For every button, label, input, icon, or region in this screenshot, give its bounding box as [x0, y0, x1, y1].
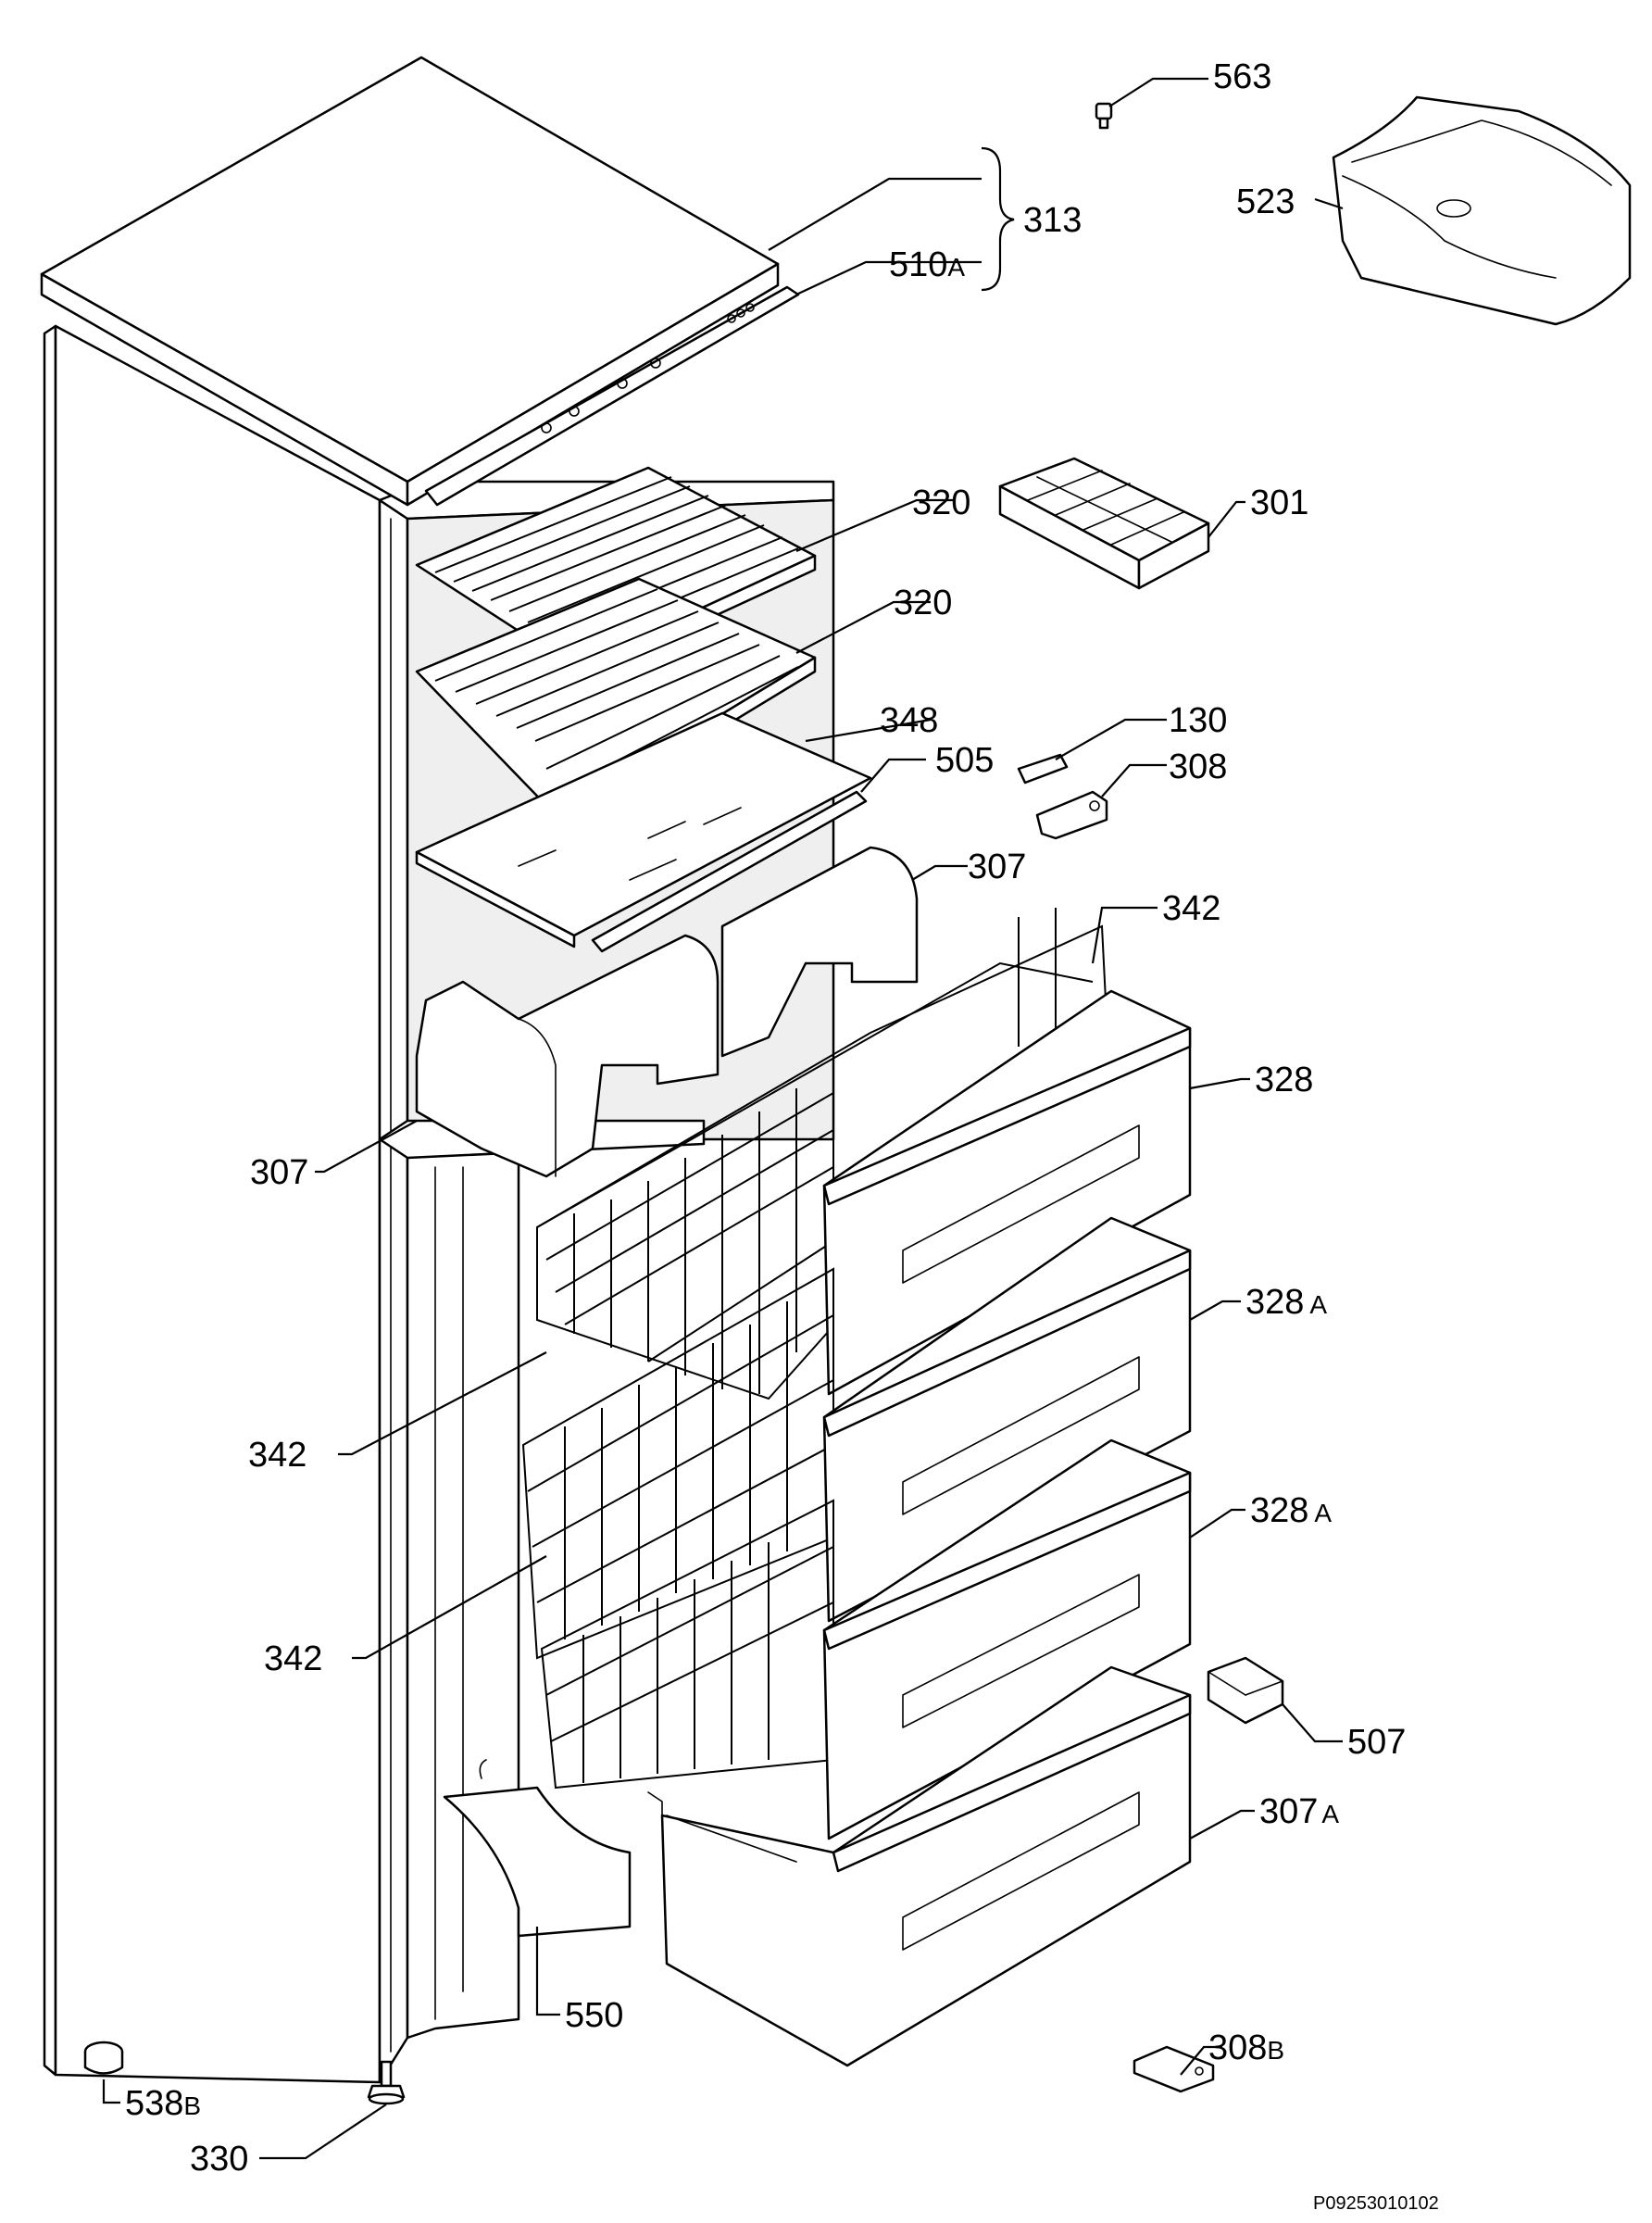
callout-523: 523: [1236, 182, 1295, 221]
flap-307-right: [720, 846, 919, 1058]
callout-330: 330: [190, 2140, 248, 2179]
callout-563: 563: [1213, 57, 1271, 96]
callout-342-bottom: 342: [264, 1639, 322, 1678]
callout-320-upper: 320: [912, 484, 970, 522]
callout-507: 507: [1347, 1723, 1406, 1762]
callout-505: 505: [935, 741, 994, 780]
tray-523: [1332, 95, 1632, 326]
callout-308b: 308B: [1208, 2028, 1284, 2067]
drawer-328: [822, 989, 1192, 1396]
callout-308: 308: [1169, 747, 1227, 786]
foot-538b: [83, 2041, 124, 2075]
foot-screw-330: [367, 2060, 406, 2105]
glass-shelf-348: [415, 711, 872, 948]
callout-320-lower: 320: [894, 584, 952, 622]
front-strip-505: [591, 790, 868, 953]
callout-301: 301: [1250, 484, 1308, 522]
flap-307-left: [415, 934, 720, 1178]
leader-lines: [102, 77, 1344, 2160]
callout-328: 328: [1255, 1061, 1313, 1099]
drawer-328a-lower: [822, 1438, 1192, 1840]
callout-342-middle: 342: [248, 1436, 307, 1475]
top-cover: [40, 56, 800, 507]
wire-basket-342-top: [536, 908, 1108, 1400]
callout-313: 313: [1023, 201, 1082, 240]
callout-labels: 563 523 313 510A 320 301 320 348 130 505…: [125, 57, 1406, 2179]
callout-307-left: 307: [250, 1153, 308, 1192]
callout-342-top: 342: [1162, 889, 1220, 928]
bottom-drawer-307a: [647, 1665, 1192, 2067]
hinge-308: [1035, 790, 1108, 840]
block-507: [1207, 1656, 1284, 1725]
callout-348: 348: [880, 701, 938, 740]
callout-307-right: 307: [968, 848, 1026, 886]
callout-550: 550: [565, 1996, 623, 2035]
clip-130: [1017, 753, 1069, 785]
wire-basket-342-bottom: [540, 1499, 834, 1790]
figure-code: P09253010102: [1313, 2193, 1439, 2214]
wire-basket-342-middle: [521, 1267, 834, 1660]
drawer-328a-upper: [822, 1216, 1192, 1623]
callout-130: 130: [1169, 701, 1227, 740]
screw-563: [1095, 102, 1113, 130]
callout-510a: 510A: [889, 245, 965, 284]
ice-tray-301: [998, 457, 1210, 590]
hinge-plate-308b: [1133, 2045, 1215, 2093]
callout-538b: 538B: [125, 2084, 201, 2123]
